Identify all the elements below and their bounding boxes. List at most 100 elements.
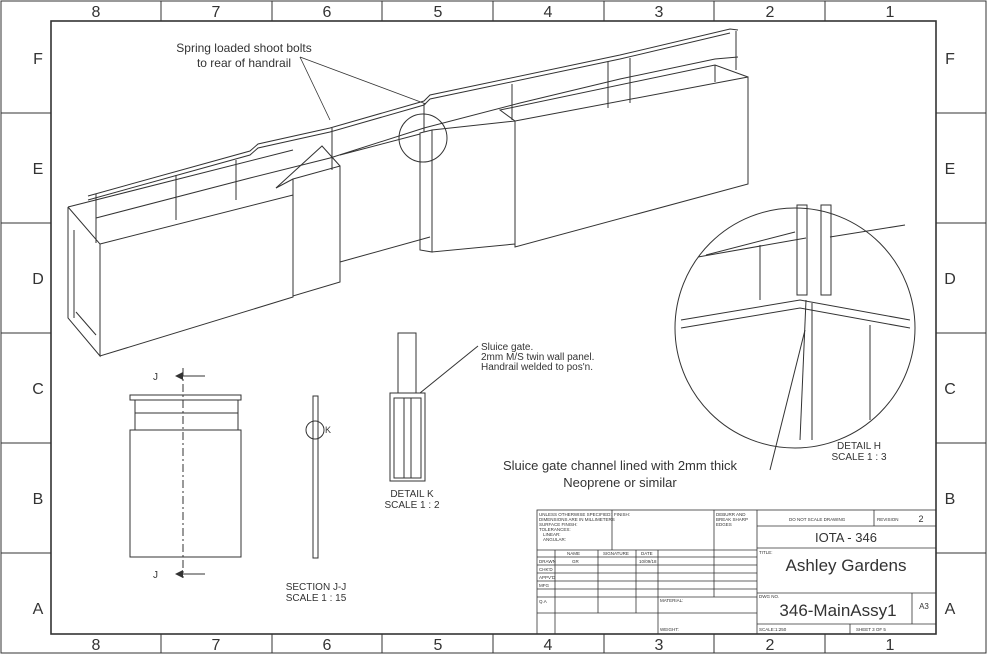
detail-h-label: DETAIL H SCALE 1 : 3 [831,441,886,463]
note-line: UNLESS OTHERWISE SPECIFIED: [539,512,612,517]
col-date: DATE [641,551,653,556]
section-jj-label: SECTION J-J SCALE 1 : 15 [286,582,347,604]
note-line: DIMENSIONS ARE IN MILLIMETERS [539,517,615,522]
col-label: 1 [886,637,895,654]
channel-line-1: Sluice gate channel lined with 2mm thick [503,458,738,473]
col-label: 2 [766,4,775,21]
row-label: E [945,161,956,178]
deburr-line: EDGES [716,522,732,527]
col-name: NAME [567,551,580,556]
col-label: 4 [544,4,553,21]
detail-h-scale: SCALE 1 : 3 [831,452,886,463]
weight-label: WEIGHT: [660,627,679,632]
shoot-bolts-line-2: to rear of handrail [197,56,291,70]
deburr-line: DEBURR AND [716,512,746,517]
section-jj-title: SECTION J-J [286,582,347,593]
row-label: APPV'D [539,575,556,580]
note-line: LINEAR: [543,532,561,537]
row-label: Q.A [539,599,547,604]
sluice-gate-line-1: Sluice gate. [481,342,533,353]
row-label: D [944,271,956,288]
col-label: 8 [92,637,101,654]
section-arrow-top [175,372,183,380]
section-arrow-bottom [175,570,183,578]
detail-k-title: DETAIL K [390,489,434,500]
shoot-bolts-leader [299,56,427,121]
col-label: 1 [886,4,895,21]
section-front-view [129,368,242,578]
col-label: 8 [92,4,101,21]
detail-k-label: DETAIL K SCALE 1 : 2 [384,489,439,511]
col-label: 2 [766,637,775,654]
drawn-date: 10/09/18 [639,559,657,564]
row-label: B [33,491,44,508]
drawing-title: Ashley Gardens [786,556,907,575]
dwg-label: DWG NO. [759,594,779,599]
detail-h-title: DETAIL H [837,441,881,452]
col-label: 7 [212,637,221,654]
row-label: F [33,51,43,68]
sheet-size: A3 [919,602,929,611]
row-label: MFG [539,583,549,588]
detail-k-view [389,332,479,482]
drawn-name: GR [572,559,580,564]
finish-label: FINISH: [614,512,630,517]
row-label: D [32,271,44,288]
detail-k-scale: SCALE 1 : 2 [384,500,439,511]
shoot-bolts-callout: Spring loaded shoot bolts to rear of han… [176,41,311,70]
title-label: TITLE: [759,550,773,555]
row-label: E [33,161,44,178]
sluice-gate-line-2: 2mm M/S twin wall panel. [481,352,594,363]
revision-label: REVISION [877,517,899,522]
col-label: 6 [323,637,332,654]
inner-border [50,20,937,635]
row-label: C [32,381,44,398]
col-label: 6 [323,4,332,21]
revision-value: 2 [918,514,923,524]
sluice-gate-line-3: Handrail welded to pos'n. [481,362,593,373]
row-label: B [945,491,956,508]
row-label: F [945,51,955,68]
section-jj-scale: SCALE 1 : 15 [286,593,347,604]
scale-value: SCALE:1:250 [759,627,787,632]
note-line: TOLERANCES: [539,527,571,532]
section-marker-bottom: J [153,570,158,581]
deburr-line: BREAK SHARP [716,517,748,522]
col-label: 5 [434,4,443,21]
sheet-value: SHEET 3 OF 5 [856,627,886,632]
isometric-assembly [67,28,749,358]
row-label: CHK'D [539,567,553,572]
row-label: A [33,601,44,618]
project-number: IOTA - 346 [815,530,877,545]
row-label: DRAWN [539,559,556,564]
row-label: A [945,601,956,618]
channel-line-2: Neoprene or similar [563,475,677,490]
row-labels-left: F E D C B A [32,51,44,618]
drawing-number: 346-MainAssy1 [779,601,896,620]
title-block-notes: UNLESS OTHERWISE SPECIFIED: DIMENSIONS A… [539,512,899,632]
column-labels-top: 8 7 6 5 4 3 2 1 [92,4,895,21]
note-line: SURFACE FINISH: [539,522,578,527]
row-labels-right: F E D C B A [944,51,956,618]
col-label: 3 [655,637,664,654]
do-not-scale: DO NOT SCALE DRAWING [789,517,846,522]
row-label: C [944,381,956,398]
section-marker-top: J [153,372,158,383]
col-label: 7 [212,4,221,21]
col-label: 4 [544,637,553,654]
column-labels-bottom: 8 7 6 5 4 3 2 1 [92,637,895,654]
sluice-gate-callout: Sluice gate. 2mm M/S twin wall panel. Ha… [481,342,594,373]
section-jj-view [305,395,325,559]
col-label: 5 [434,637,443,654]
shoot-bolts-line-1: Spring loaded shoot bolts [176,41,311,55]
channel-callout: Sluice gate channel lined with 2mm thick… [503,458,738,490]
col-signature: SIGNATURE [603,551,629,556]
note-line: ANGULAR: [543,537,566,542]
material-label: MATERIAL: [660,598,683,603]
detail-k-marker: K [325,425,331,435]
title-block-grid [536,509,937,635]
detail-h-view [674,204,916,471]
col-label: 3 [655,4,664,21]
